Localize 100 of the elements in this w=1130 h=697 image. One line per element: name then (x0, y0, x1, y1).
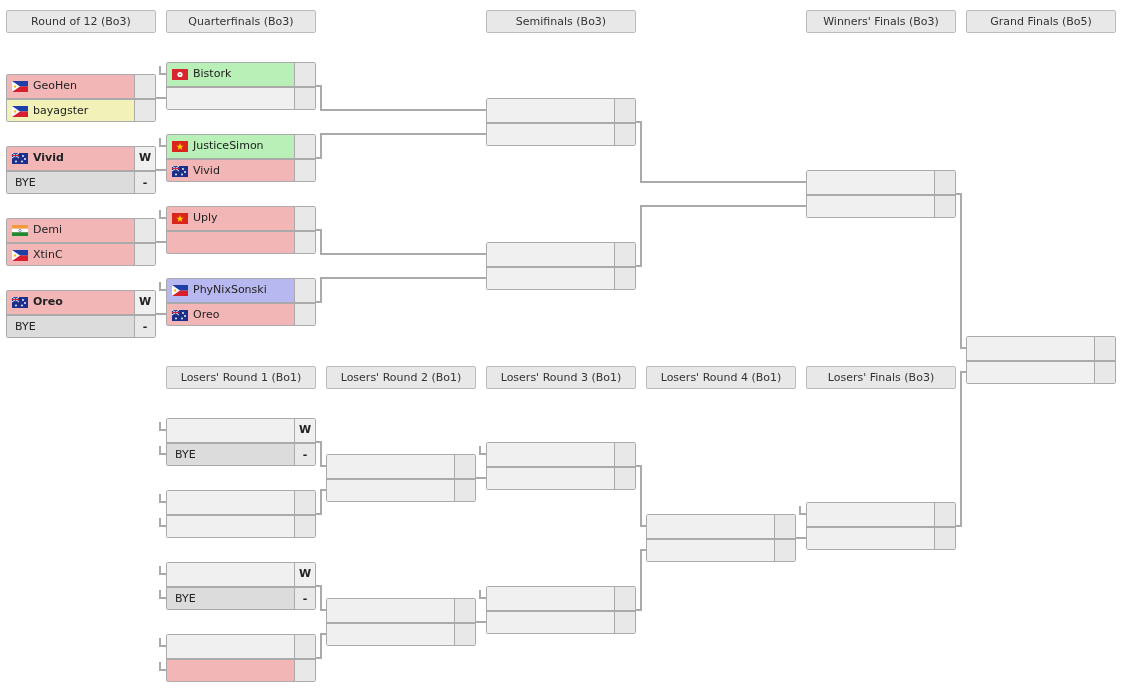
match-box (646, 514, 796, 562)
round-header: Round of 12 (Bo3) (6, 10, 156, 33)
player-slot (167, 635, 315, 658)
player-slot (647, 538, 795, 561)
player-slot (167, 419, 315, 442)
player-slot (7, 242, 155, 265)
player-name: Vivid (33, 150, 64, 166)
round-header: Losers' Round 4 (Bo1) (646, 366, 796, 389)
player-slot (327, 622, 475, 645)
player-slot (167, 207, 315, 230)
player-name: BYE (15, 319, 36, 335)
player-slot (487, 266, 635, 289)
bracket-connector (315, 85, 487, 111)
player-slot (807, 503, 955, 526)
bracket-connector (955, 193, 967, 349)
round-header: Losers' Round 2 (Bo1) (326, 366, 476, 389)
player-name: Oreo (33, 294, 63, 310)
bracket-connector (635, 465, 647, 527)
match-box (486, 586, 636, 634)
match-box (486, 98, 636, 146)
round-header: Losers' Round 1 (Bo1) (166, 366, 316, 389)
round-header: Winners' Finals (Bo3) (806, 10, 956, 33)
match-box (806, 170, 956, 218)
connector-stub (159, 421, 167, 431)
connector-stub (159, 493, 167, 503)
match-box (486, 242, 636, 290)
match-box (6, 218, 156, 266)
score-cell: W (134, 291, 155, 314)
player-slot (327, 478, 475, 501)
score-cell: - (134, 316, 155, 337)
player-slot (167, 302, 315, 325)
bracket-connector (475, 621, 487, 623)
player-name: Bistork (193, 66, 232, 82)
player-slot (967, 360, 1115, 383)
player-slot (487, 122, 635, 145)
match-box (166, 206, 316, 254)
player-slot (167, 586, 315, 609)
bracket-connector (155, 313, 167, 315)
match-box (166, 62, 316, 110)
player-name: GeoHen (33, 78, 78, 94)
player-name: BYE (175, 447, 196, 463)
player-slot (967, 337, 1115, 360)
score-cell: - (134, 172, 155, 193)
player-name: BYE (175, 591, 196, 607)
round-header: Losers' Finals (Bo3) (806, 366, 956, 389)
player-slot (327, 455, 475, 478)
round-header: Grand Finals (Bo5) (966, 10, 1116, 33)
match-box (326, 598, 476, 646)
player-slot (7, 147, 155, 170)
match-box (6, 290, 156, 338)
player-slot (487, 587, 635, 610)
connector-stub (159, 517, 167, 527)
player-slot (487, 99, 635, 122)
player-slot (487, 610, 635, 633)
bracket-connector (795, 537, 807, 539)
connector-stub (159, 137, 167, 147)
bracket-connector (315, 489, 327, 515)
match-box (6, 146, 156, 194)
connector-stub (159, 661, 167, 671)
bracket-connector (315, 585, 327, 611)
match-box (326, 454, 476, 502)
match-box (6, 74, 156, 122)
match-box (166, 634, 316, 682)
player-slot (167, 563, 315, 586)
match-box (966, 336, 1116, 384)
bracket-connector (475, 477, 487, 479)
player-slot (807, 171, 955, 194)
player-name: XtinC (33, 247, 63, 263)
player-slot (487, 466, 635, 489)
connector-stub (159, 281, 167, 291)
connector-stub (159, 637, 167, 647)
match-box (166, 490, 316, 538)
round-header: Quarterfinals (Bo3) (166, 10, 316, 33)
player-slot (167, 491, 315, 514)
player-slot (807, 194, 955, 217)
match-box (166, 562, 316, 610)
player-slot (7, 219, 155, 242)
bracket-connector (955, 371, 967, 527)
round-header: Losers' Round 3 (Bo1) (486, 366, 636, 389)
connector-stub (159, 209, 167, 219)
connector-stub (159, 565, 167, 575)
score-cell: - (294, 588, 315, 609)
player-slot (7, 75, 155, 98)
bracket-connector (635, 549, 647, 611)
bracket-connector (315, 277, 487, 303)
player-slot (167, 230, 315, 253)
match-box (166, 418, 316, 466)
player-name: Uply (193, 210, 218, 226)
player-slot (7, 98, 155, 121)
bracket-connector (315, 229, 487, 255)
bracket-connector (635, 205, 807, 267)
round-header: Semifinals (Bo3) (486, 10, 636, 33)
player-slot (167, 514, 315, 537)
player-slot (167, 135, 315, 158)
player-slot (807, 526, 955, 549)
bracket-connector (155, 241, 167, 243)
player-slot (167, 442, 315, 465)
player-slot (7, 291, 155, 314)
connector-stub (479, 445, 487, 455)
player-name: Vivid (193, 163, 220, 179)
